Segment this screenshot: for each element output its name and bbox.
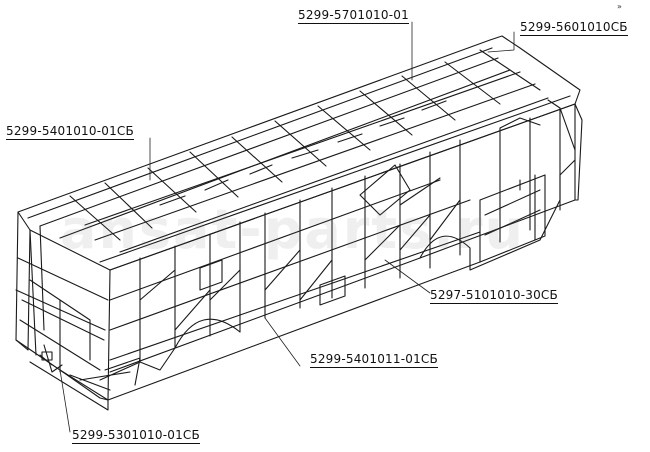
callout-base: 5299-5301010-01СБ bbox=[72, 428, 200, 444]
base-frame bbox=[29, 261, 481, 411]
callout-roof: 5299-5701010-01 bbox=[298, 8, 409, 24]
callout-lower-side: 5299-5401011-01СБ bbox=[310, 352, 438, 368]
callout-rear: 5299-5601010СБ bbox=[520, 20, 628, 36]
front-end-frame bbox=[15, 211, 111, 401]
watermark-text: ansat-parts.ru bbox=[60, 198, 525, 261]
callout-right-side: 5297-5101010-30СБ bbox=[430, 288, 558, 304]
callout-left-side: 5299-5401010-01СБ bbox=[6, 124, 134, 140]
leader-lines bbox=[59, 21, 515, 433]
rear-end-frame bbox=[469, 99, 583, 271]
roof-frame bbox=[17, 35, 581, 271]
corner-mark: » bbox=[617, 2, 622, 11]
